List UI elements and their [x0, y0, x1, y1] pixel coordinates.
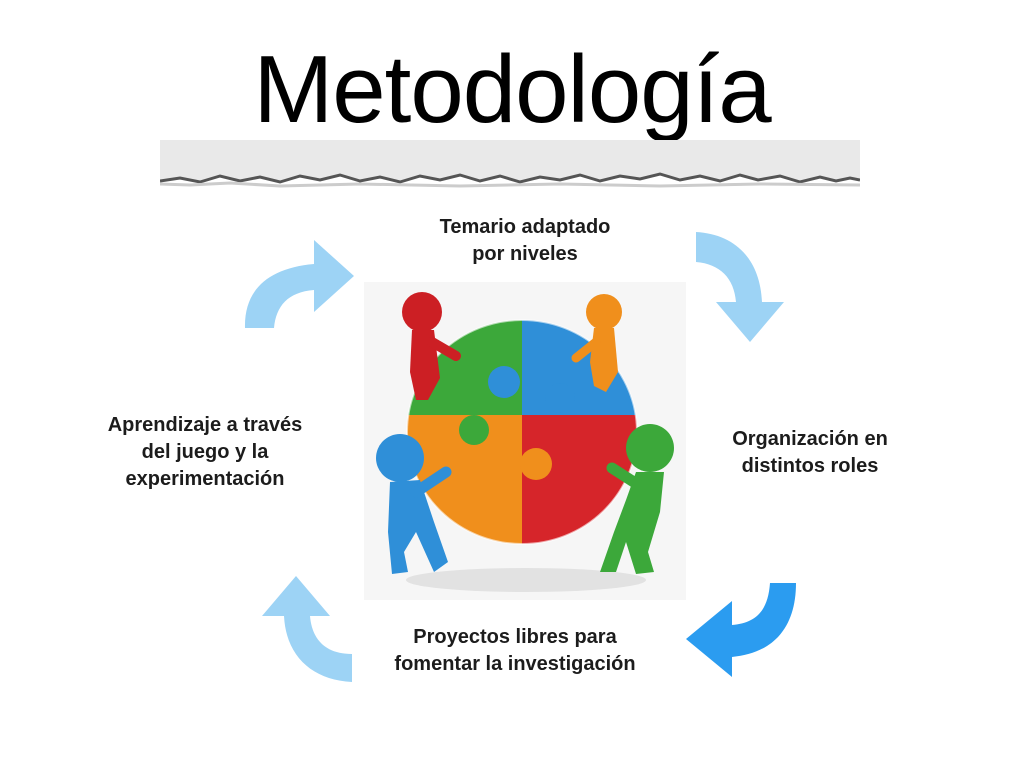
cycle-step-temario: Temario adaptado por niveles — [439, 216, 611, 265]
curved-arrow-icon — [244, 240, 354, 328]
puzzle-team-illustration — [364, 282, 686, 600]
cycle-step-aprendizaje: Aprendizaje a través del juego y la expe… — [107, 414, 303, 490]
torn-paper-divider — [160, 140, 860, 188]
cycle-step-proyectos: Proyectos libres para fomentar la invest… — [394, 626, 636, 675]
page-title: Metodología — [253, 36, 771, 143]
curved-arrow-icon — [686, 583, 796, 677]
curved-arrow-icon — [262, 576, 352, 682]
cycle-step-organizacion: Organización en distintos roles — [732, 428, 888, 477]
curved-arrow-icon — [696, 232, 784, 342]
